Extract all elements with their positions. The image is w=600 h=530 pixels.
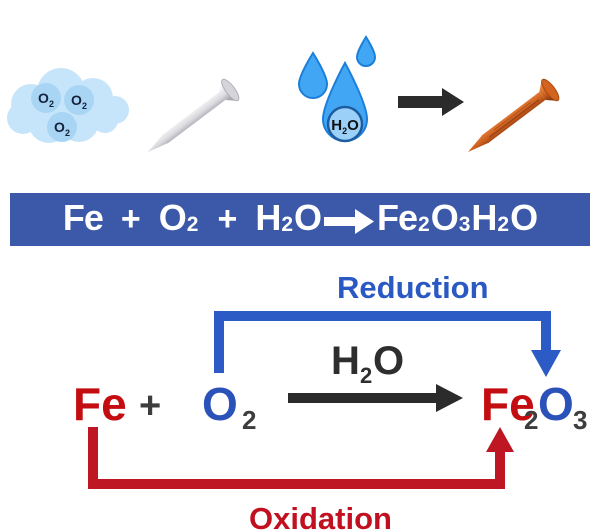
yields-arrow-icon: [324, 206, 375, 236]
transform-arrow-icon: [398, 88, 464, 116]
banner-plus: +: [120, 200, 141, 238]
h2o-label-o: O: [373, 339, 405, 383]
medium-drop: [297, 51, 329, 99]
h2o-bubble: [326, 105, 364, 143]
banner-product-h: H: [471, 197, 497, 238]
banner-product-h-sub: 2: [497, 213, 510, 236]
banner-h2o-o: O: [294, 197, 322, 238]
banner-h: H: [255, 197, 281, 238]
banner-product-o: O: [430, 197, 459, 238]
oxidation-arrowhead-icon: [486, 427, 514, 452]
banner-product-o-sub: 3: [458, 213, 471, 236]
h2o-drop-label: H2O: [331, 117, 359, 136]
product-fe: Fe: [481, 378, 535, 430]
banner-o: O: [158, 197, 187, 238]
banner-h-sub: 2: [281, 213, 293, 236]
small-drop: [355, 35, 377, 67]
iron-nail-icon: [148, 78, 240, 152]
reduction-label: Reduction: [337, 270, 489, 305]
h2o-label-sub: 2: [360, 363, 373, 388]
product-o-sub: 3: [573, 405, 588, 435]
o2-bubble: [47, 112, 77, 142]
h2o-label-h: H: [331, 339, 360, 383]
o2-label: O2: [54, 119, 70, 138]
reaction-arrowhead-icon: [436, 384, 463, 412]
equation-o-sub: 2: [242, 405, 257, 435]
o2-bubble: [31, 83, 61, 113]
water-drops-icon: H2O: [297, 35, 377, 143]
banner-product-h2o-o: O: [510, 197, 538, 238]
banner-product-fe-sub: 2: [418, 213, 430, 236]
banner-plus: +: [217, 200, 238, 238]
reduction-bracket-arrow: [214, 311, 551, 373]
oxidation-label: Oxidation: [249, 501, 392, 530]
product-fe-sub: 2: [524, 405, 539, 435]
reduction-arrowhead-icon: [531, 350, 561, 377]
rusty-nail-icon: [468, 78, 560, 152]
product-o: O: [538, 378, 574, 430]
oxygen-cloud-icon: O2 O2 O2: [7, 68, 129, 143]
banner-fe: Fe: [62, 197, 104, 238]
overall-equation-banner: Fe + O 2 + H 2 O Fe 2 O 3 H 2 O: [10, 193, 590, 246]
banner-o-sub: 2: [186, 213, 199, 236]
banner-product-fe: Fe: [377, 197, 418, 238]
equation-plus: +: [139, 385, 162, 427]
o2-bubble: [64, 85, 94, 115]
o2-label: O2: [38, 90, 54, 109]
o2-label: O2: [71, 92, 87, 111]
oxidation-bracket-arrow: [88, 427, 505, 489]
equation-fe: Fe: [73, 378, 127, 430]
equation-o: O: [202, 378, 238, 430]
